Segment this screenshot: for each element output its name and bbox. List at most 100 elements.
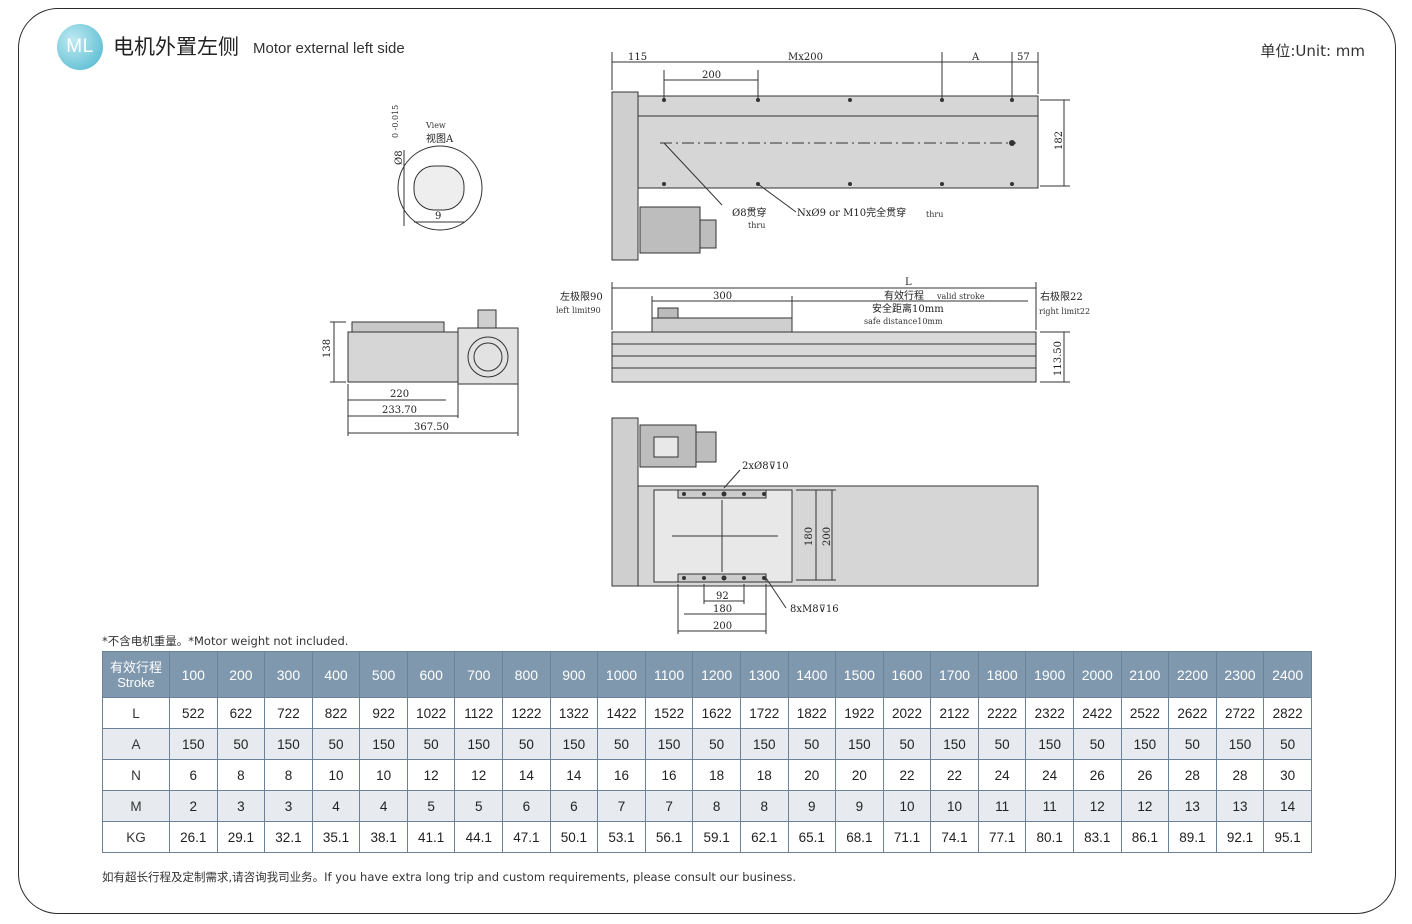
table-cell: 6 bbox=[502, 790, 551, 822]
table-cell: 1722 bbox=[739, 697, 789, 729]
table-cell: 2822 bbox=[1263, 697, 1312, 729]
table-cell: 26.1 bbox=[169, 821, 218, 853]
row-label: L bbox=[102, 697, 170, 729]
table-cell: 83.1 bbox=[1072, 821, 1122, 853]
table-cell: 4 bbox=[311, 790, 361, 822]
safe-distance-en: safe distance10mm bbox=[864, 317, 943, 326]
table-cell: 50.1 bbox=[549, 821, 599, 853]
table-cell: 6 bbox=[169, 759, 218, 791]
stroke-header: 有效行程 Stroke bbox=[102, 651, 170, 698]
key-width: 9 bbox=[435, 211, 441, 222]
drawing-svg: 115 Mx200 A 57 200 182 Ø8贯穿 thru NxØ9 or… bbox=[322, 52, 1090, 634]
table-cell: 50 bbox=[597, 728, 646, 760]
stroke-col-header: 300 bbox=[264, 651, 313, 698]
dim-180-v: 180 bbox=[804, 527, 815, 546]
table-cell: 62.1 bbox=[739, 821, 789, 853]
stroke-col-header: 2400 bbox=[1263, 651, 1312, 698]
table-cell: 1622 bbox=[692, 697, 741, 729]
table-cell: 59.1 bbox=[692, 821, 741, 853]
table-cell: 10 bbox=[882, 790, 932, 822]
table-cell: 1122 bbox=[454, 697, 504, 729]
stroke-cn: 有效行程 bbox=[884, 289, 924, 302]
table-cell: 95.1 bbox=[1263, 821, 1312, 853]
table-cell: 822 bbox=[311, 697, 361, 729]
stroke-col-header: 1600 bbox=[882, 651, 932, 698]
model-badge: ML bbox=[57, 24, 103, 70]
table-cell: 11 bbox=[1025, 790, 1074, 822]
table-cell: 50 bbox=[1263, 728, 1312, 760]
stroke-col-header: 1800 bbox=[977, 651, 1027, 698]
table-cell: 6 bbox=[549, 790, 599, 822]
table-cell: 722 bbox=[264, 697, 313, 729]
table-cell: 2222 bbox=[977, 697, 1027, 729]
table-cell: 14 bbox=[502, 759, 551, 791]
table-cell: 150 bbox=[264, 728, 313, 760]
holes-top-label: 2xØ8⊽10 bbox=[742, 461, 789, 472]
table-cell: 622 bbox=[216, 697, 266, 729]
table-cell: 10 bbox=[930, 790, 979, 822]
table-cell: 7 bbox=[644, 790, 694, 822]
stroke-col-header: 1000 bbox=[597, 651, 646, 698]
dim-a: A bbox=[971, 52, 980, 63]
safe-distance-cn: 安全距离10mm bbox=[872, 302, 944, 315]
dim-220: 220 bbox=[390, 389, 409, 400]
stroke-col-header: 1200 bbox=[692, 651, 741, 698]
stroke-en: valid stroke bbox=[936, 292, 985, 301]
table-cell: 18 bbox=[692, 759, 741, 791]
dim-200: 200 bbox=[702, 70, 721, 81]
right-limit-cn: 右极限22 bbox=[1040, 290, 1083, 303]
stroke-col-header: 1700 bbox=[930, 651, 979, 698]
dim-200-h: 200 bbox=[713, 621, 732, 632]
table-cell: 2422 bbox=[1072, 697, 1122, 729]
table-cell: 150 bbox=[1215, 728, 1265, 760]
shaft-diameter: Ø8 bbox=[394, 150, 405, 165]
row-label: M bbox=[102, 790, 170, 822]
table-cell: 8 bbox=[692, 790, 741, 822]
dim-182: 182 bbox=[1054, 131, 1065, 150]
custom-note: 如有超长行程及定制需求,请咨询我司业务。If you have extra lo… bbox=[102, 870, 797, 884]
stroke-col-header: 400 bbox=[311, 651, 361, 698]
table-cell: 2622 bbox=[1168, 697, 1217, 729]
stroke-col-header: 2300 bbox=[1215, 651, 1265, 698]
page-frame bbox=[18, 8, 1396, 914]
table-cell: 18 bbox=[739, 759, 789, 791]
table-cell: 1022 bbox=[406, 697, 456, 729]
table-cell: 10 bbox=[311, 759, 361, 791]
left-limit-cn: 左极限90 bbox=[560, 290, 603, 303]
table-cell: 150 bbox=[644, 728, 694, 760]
table-cell: 56.1 bbox=[644, 821, 694, 853]
left-limit-en: left limit90 bbox=[556, 306, 601, 315]
table-cell: 2722 bbox=[1215, 697, 1265, 729]
table-cell: 28 bbox=[1168, 759, 1217, 791]
technical-drawing: 115 Mx200 A 57 200 182 Ø8贯穿 thru NxØ9 or… bbox=[322, 52, 1090, 634]
table-cell: 150 bbox=[930, 728, 979, 760]
table-cell: 8 bbox=[739, 790, 789, 822]
table-cell: 50 bbox=[692, 728, 741, 760]
dim-200-v: 200 bbox=[822, 527, 833, 546]
stroke-col-header: 1300 bbox=[739, 651, 789, 698]
holes-bottom-label: 8xM8⊽16 bbox=[790, 604, 839, 615]
table-cell: 150 bbox=[739, 728, 789, 760]
table-cell: 24 bbox=[977, 759, 1027, 791]
shaft-tolerance: 0 -0.015 bbox=[391, 105, 400, 138]
table-cell: 50 bbox=[787, 728, 837, 760]
table-cell: 5 bbox=[406, 790, 456, 822]
table-cell: 44.1 bbox=[454, 821, 504, 853]
table-cell: 38.1 bbox=[359, 821, 408, 853]
table-cell: 26 bbox=[1120, 759, 1170, 791]
table-cell: 22 bbox=[882, 759, 932, 791]
table-cell: 35.1 bbox=[311, 821, 361, 853]
dim-92: 92 bbox=[716, 591, 729, 602]
table-cell: 9 bbox=[787, 790, 837, 822]
table-cell: 3 bbox=[264, 790, 313, 822]
table-cell: 86.1 bbox=[1120, 821, 1170, 853]
dim-mx200: Mx200 bbox=[788, 52, 823, 63]
table-cell: 80.1 bbox=[1025, 821, 1074, 853]
table-cell: 150 bbox=[835, 728, 884, 760]
holes-full-label: NxØ9 or M10完全贯穿 bbox=[797, 206, 906, 219]
table-cell: 71.1 bbox=[882, 821, 932, 853]
table-cell: 12 bbox=[454, 759, 504, 791]
